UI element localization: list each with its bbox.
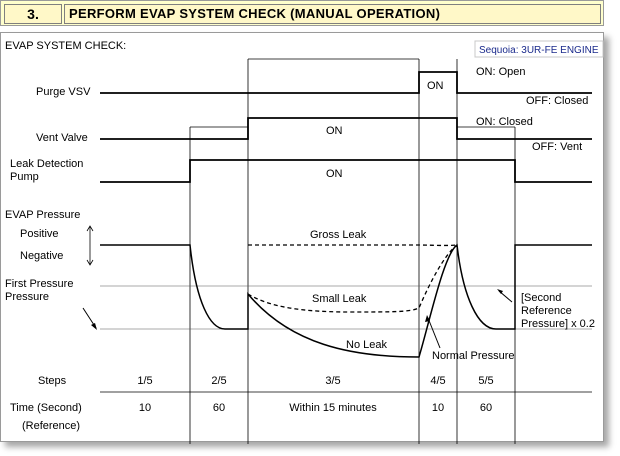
time-5: 60 xyxy=(480,402,492,414)
pressure-curves xyxy=(100,243,592,358)
step-4: 4/5 xyxy=(430,375,445,387)
section-title: PERFORM EVAP SYSTEM CHECK (MANUAL OPERAT… xyxy=(64,4,601,24)
second-ref-label-1: [Second xyxy=(521,292,561,304)
vent-valve-off-state: OFF: Vent xyxy=(532,141,582,153)
first-ref-arrowhead xyxy=(91,323,97,330)
step-3: 3/5 xyxy=(325,375,340,387)
purge-vsv-off-state: OFF: Closed xyxy=(526,95,588,107)
second-ref-label-2: Reference xyxy=(521,305,572,317)
leak-dashed-curves xyxy=(247,244,458,313)
first-ref-label-1: First Pressure xyxy=(5,278,73,290)
evap-pressure-title: EVAP Pressure xyxy=(5,209,80,221)
vehicle-tag: Sequoia: 3UR-FE ENGINE xyxy=(479,45,599,56)
vent-valve-on: ON xyxy=(326,125,343,137)
step-1: 1/5 xyxy=(137,375,152,387)
positive-label: Positive xyxy=(20,228,59,240)
leak-pump-on: ON xyxy=(326,168,343,180)
negative-label: Negative xyxy=(20,250,63,262)
reference-label: (Reference) xyxy=(22,420,80,432)
step-dividers xyxy=(189,58,516,444)
time-2: 60 xyxy=(213,402,225,414)
normal-pressure-arrowhead xyxy=(425,315,430,322)
section-number: 3. xyxy=(4,4,62,24)
diagram-title: EVAP SYSTEM CHECK: xyxy=(5,40,126,52)
evap-timing-diagram: EVAP SYSTEM CHECK: Sequoia: 3UR-FE ENGIN… xyxy=(5,40,604,444)
first-ref-label-2: Pressure xyxy=(5,291,49,303)
time-1: 10 xyxy=(139,402,151,414)
leak-pump-label-1: Leak Detection xyxy=(10,158,83,170)
second-ref-label-3: Pressure] x 0.2 xyxy=(521,318,595,330)
pos-neg-arrow xyxy=(86,225,94,266)
purge-vsv-label: Purge VSV xyxy=(36,86,91,98)
time-label: Time (Second) xyxy=(10,402,82,414)
steps-label: Steps xyxy=(38,375,67,387)
vent-valve-on-state: ON: Closed xyxy=(476,116,533,128)
time-3: Within 15 minutes xyxy=(289,402,377,414)
section-header: 3. PERFORM EVAP SYSTEM CHECK (MANUAL OPE… xyxy=(0,0,604,26)
leak-pump-label-2: Pump xyxy=(10,171,39,183)
purge-vsv-line xyxy=(100,71,592,94)
second-ref-arrowhead xyxy=(497,289,503,294)
vehicle-tag-box xyxy=(474,40,604,58)
vent-valve-line xyxy=(100,117,592,140)
normal-pressure-arrow xyxy=(427,317,441,349)
normal-pressure-label: Normal Pressure xyxy=(432,350,515,362)
time-4: 10 xyxy=(432,402,444,414)
purge-vsv-on-state: ON: Open xyxy=(476,66,526,78)
purge-vsv-on: ON xyxy=(427,80,444,92)
step-5: 5/5 xyxy=(478,375,493,387)
diagram-panel xyxy=(0,32,604,442)
vent-valve-label: Vent Valve xyxy=(36,132,88,144)
leak-pump-line xyxy=(100,159,592,183)
small-leak-label: Small Leak xyxy=(312,293,367,305)
step-2: 2/5 xyxy=(211,375,226,387)
gross-leak-label: Gross Leak xyxy=(310,229,367,241)
no-leak-label: No Leak xyxy=(346,339,387,351)
